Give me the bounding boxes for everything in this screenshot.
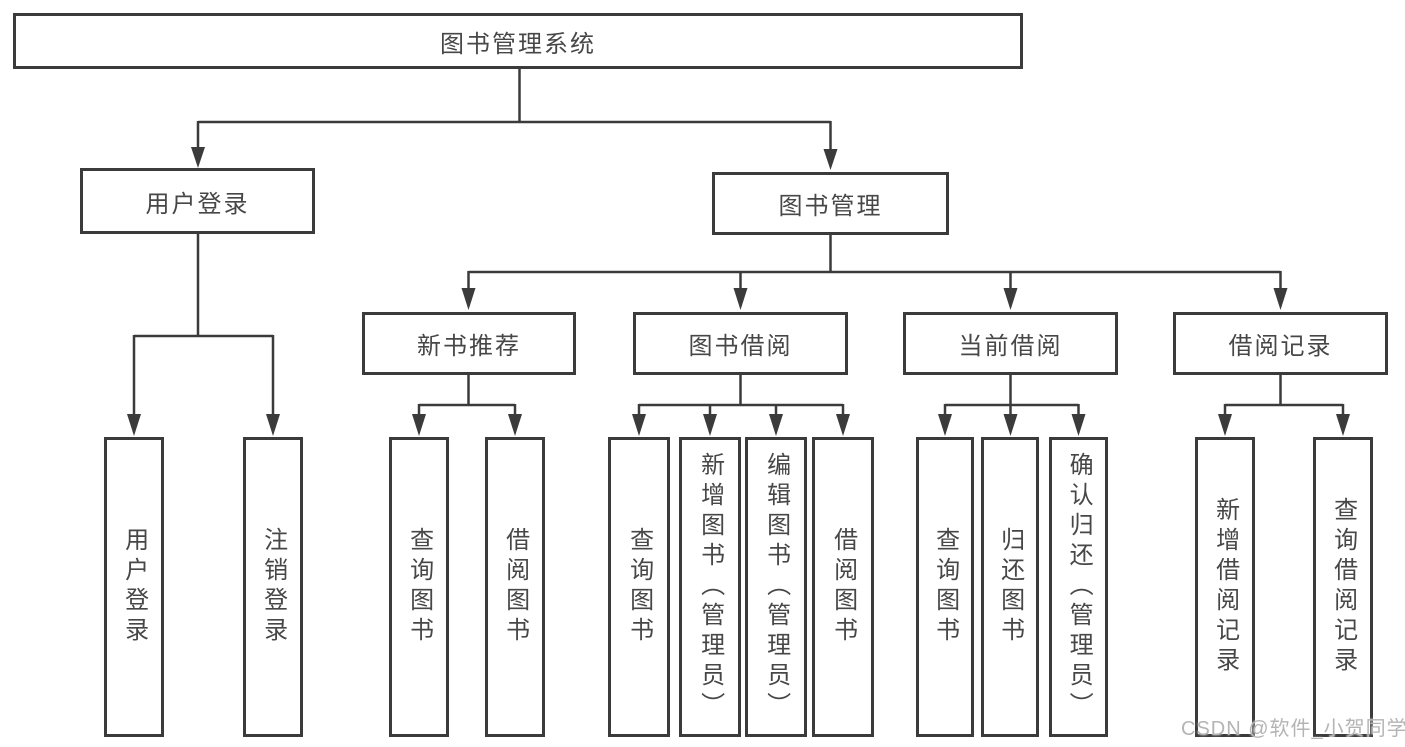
leaf-recommend-query-books-label: 查询图书 [405,527,433,647]
leaf-current-confirm-return-admin: 确认归还（管理员） [1049,437,1108,737]
leaf-records-query-record-label: 查询借阅记录 [1329,497,1357,677]
leaf-records-add-record-label: 新增借阅记录 [1211,497,1239,677]
leaf-user-login: 用户登录 [104,437,164,737]
leaf-records-add-record: 新增借阅记录 [1195,437,1255,737]
leaf-records-query-record: 查询借阅记录 [1313,437,1373,737]
leaf-borrow-add-books-admin-label: 新增图书（管理员） [696,452,724,722]
node-borrow-records: 借阅记录 [1173,312,1388,375]
leaf-borrow-query-books-label: 查询图书 [625,527,653,647]
leaf-current-return-books: 归还图书 [981,437,1039,737]
leaf-borrow-borrow-books-label: 借阅图书 [829,527,857,647]
leaf-logout-label: 注销登录 [259,527,287,647]
connector-records-to-leaves [1218,375,1350,436]
leaf-logout: 注销登录 [243,437,303,737]
node-current-borrow: 当前借阅 [903,312,1118,375]
leaf-current-query-books: 查询图书 [916,437,974,737]
node-book-borrow: 图书借阅 [633,312,848,375]
leaf-recommend-borrow-books: 借阅图书 [485,437,545,737]
connector-current-to-leaves [938,375,1086,436]
leaf-borrow-add-books-admin: 新增图书（管理员） [679,437,741,737]
node-user-login: 用户登录 [80,168,315,234]
leaf-borrow-edit-books-admin-label: 编辑图书（管理员） [762,452,790,722]
leaf-borrow-edit-books-admin: 编辑图书（管理员） [745,437,807,737]
connector-recommend-to-leaves [412,375,522,436]
connector-manage-to-groups [461,235,1288,310]
node-root: 图书管理系统 [13,13,1023,69]
leaf-recommend-query-books: 查询图书 [389,437,449,737]
leaf-current-query-books-label: 查询图书 [931,527,959,647]
leaf-borrow-query-books: 查询图书 [608,437,670,737]
watermark: CSDN @软件_小贺同学 [1181,718,1405,740]
leaf-recommend-borrow-books-label: 借阅图书 [501,527,529,647]
connector-borrow-to-leaves [632,375,850,436]
leaf-borrow-borrow-books: 借阅图书 [812,437,874,737]
node-new-book-recommend: 新书推荐 [362,312,576,375]
leaf-current-return-books-label: 归还图书 [996,527,1024,647]
node-book-management: 图书管理 [712,172,949,235]
connector-login-to-leaves [127,234,280,436]
leaf-current-confirm-return-admin-label: 确认归还（管理员） [1065,452,1093,722]
leaf-user-login-label: 用户登录 [120,527,148,647]
connector-root-to-level2 [191,69,838,170]
